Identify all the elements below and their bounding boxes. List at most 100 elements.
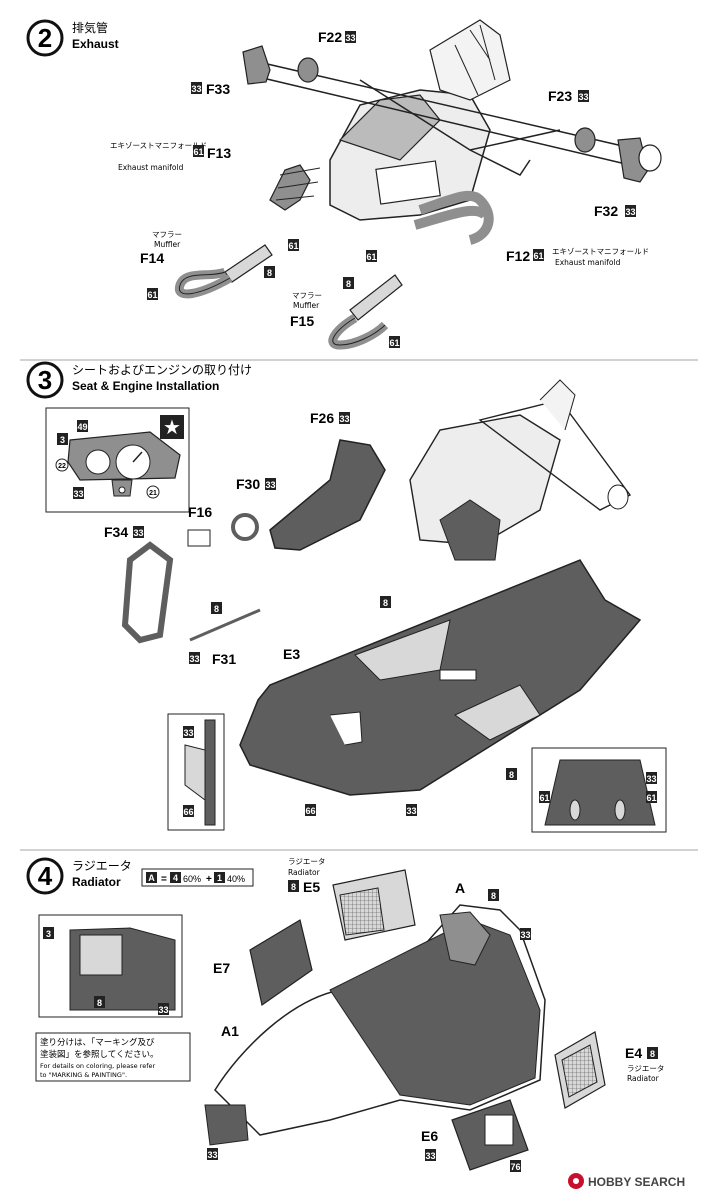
manifold-label-en-right: Exhaust manifold bbox=[555, 258, 621, 267]
badge-33-f34 bbox=[133, 526, 144, 538]
part-e7 bbox=[249, 919, 313, 1007]
part-f31 bbox=[189, 608, 261, 642]
svg-text:60%: 60% bbox=[183, 874, 201, 884]
part-e4-radiator bbox=[554, 1031, 606, 1109]
manifold-label-jp-left: エキゾーストマニフォールド bbox=[110, 141, 207, 150]
svg-text:33: 33 bbox=[425, 1151, 435, 1161]
manifold-label-en-left: Exhaust manifold bbox=[118, 163, 184, 172]
svg-text:8: 8 bbox=[267, 268, 272, 278]
label-e6: E6 bbox=[421, 1128, 438, 1144]
badge-8-e4 bbox=[647, 1047, 658, 1059]
label-f32: F32 bbox=[594, 203, 618, 219]
part-f15-muffler bbox=[328, 274, 403, 350]
svg-text:33: 33 bbox=[191, 84, 201, 94]
part-e6 bbox=[451, 1099, 529, 1171]
step-4-badge bbox=[26, 857, 64, 895]
muffler-label-jp-left: マフラー bbox=[152, 230, 182, 239]
badge-33-body bbox=[520, 928, 531, 940]
badge-8-top bbox=[488, 889, 499, 901]
label-a: A bbox=[455, 880, 465, 896]
badge-8-e3-bottom bbox=[506, 768, 517, 780]
step-3-number: 3 bbox=[38, 365, 52, 395]
color-mix-formula: A = 4 60% + 1 40% bbox=[141, 868, 254, 887]
badge-61-f14-bottom bbox=[147, 288, 158, 300]
svg-text:4: 4 bbox=[173, 873, 178, 883]
badge-61-inset-right bbox=[646, 791, 657, 803]
svg-text:8: 8 bbox=[650, 1049, 655, 1059]
part-f16 bbox=[187, 529, 211, 547]
label-f23: F23 bbox=[548, 88, 572, 104]
svg-text:22: 22 bbox=[58, 463, 66, 470]
star-icon: ★ bbox=[163, 417, 181, 439]
svg-text:33: 33 bbox=[183, 728, 193, 738]
part-f26-seat bbox=[269, 439, 386, 551]
part-f34 bbox=[121, 541, 174, 644]
svg-text:76: 76 bbox=[510, 1162, 520, 1172]
step-2-title-en: Exhaust bbox=[72, 37, 119, 51]
svg-text:A: A bbox=[148, 873, 155, 883]
step-4-title-jp: ラジエータ bbox=[72, 859, 132, 873]
radiator-label-jp-right: ラジエータ bbox=[627, 1064, 664, 1073]
svg-text:61: 61 bbox=[366, 252, 376, 262]
part-f30-steering bbox=[231, 513, 259, 541]
painting-note: 塗り分けは、「マーキング及び 塗装図」を参照してください。 For detail… bbox=[35, 1032, 191, 1082]
label-f15: F15 bbox=[290, 313, 314, 329]
label-a1: A1 bbox=[221, 1023, 239, 1039]
badge-3-dash bbox=[57, 433, 68, 445]
watermark-text: HOBBY SEARCH bbox=[588, 1175, 685, 1189]
svg-text:33: 33 bbox=[339, 414, 349, 424]
svg-text:8: 8 bbox=[291, 882, 296, 892]
badge-33-inset bbox=[183, 726, 194, 738]
label-e5: E5 bbox=[303, 879, 320, 895]
badge-33-f33 bbox=[191, 82, 202, 94]
badge-33-e6 bbox=[425, 1149, 436, 1161]
muffler-label-en-left: Muffler bbox=[154, 240, 181, 249]
svg-text:33: 33 bbox=[625, 207, 635, 217]
svg-text:61: 61 bbox=[288, 241, 298, 251]
engine-assembly-illustration bbox=[249, 19, 641, 221]
svg-text:33: 33 bbox=[133, 528, 143, 538]
badge-33-f22 bbox=[345, 31, 356, 43]
badge-3-inset bbox=[43, 927, 54, 939]
svg-text:3: 3 bbox=[60, 435, 65, 445]
muffler-label-en-right: Muffler bbox=[293, 301, 320, 310]
badge-8-f31 bbox=[211, 602, 222, 614]
badge-33-f30 bbox=[265, 478, 276, 490]
badge-8-f15 bbox=[343, 277, 354, 289]
svg-text:33: 33 bbox=[73, 489, 83, 499]
svg-text:+: + bbox=[206, 874, 212, 885]
svg-text:61: 61 bbox=[539, 793, 549, 803]
part-f22 bbox=[297, 57, 319, 83]
svg-text:塗装図」を参照してください。: 塗装図」を参照してください。 bbox=[40, 1049, 159, 1060]
label-e4: E4 bbox=[625, 1045, 642, 1061]
badge-8-f14 bbox=[264, 266, 275, 278]
svg-text:8: 8 bbox=[346, 279, 351, 289]
label-f12: F12 bbox=[506, 248, 530, 264]
svg-text:49: 49 bbox=[77, 422, 87, 432]
step-3-title-en: Seat & Engine Installation bbox=[72, 379, 219, 393]
radiator-label-en-top: Radiator bbox=[288, 868, 321, 877]
badge-33-inset bbox=[158, 1003, 169, 1015]
step-2-number: 2 bbox=[38, 23, 52, 53]
svg-text:1: 1 bbox=[217, 873, 222, 883]
step-4-radiator: 4 ラジエータ Radiator A = 4 60% + 1 40% ラジエータ… bbox=[26, 857, 664, 1172]
step-4-title-en: Radiator bbox=[72, 875, 121, 889]
svg-text:33: 33 bbox=[406, 806, 416, 816]
svg-text:61: 61 bbox=[193, 147, 203, 157]
badge-33-right-inset bbox=[646, 772, 657, 784]
badge-33-f26 bbox=[339, 412, 350, 424]
step-3-badge bbox=[26, 361, 64, 399]
badge-33-f23 bbox=[578, 90, 589, 102]
step-2-title-jp: 排気管 bbox=[72, 20, 108, 35]
badge-49 bbox=[77, 420, 88, 432]
step-2-badge bbox=[26, 19, 64, 57]
badge-33-nose bbox=[207, 1148, 218, 1160]
svg-text:8: 8 bbox=[383, 598, 388, 608]
svg-text:to "MARKING & PAINTING".: to "MARKING & PAINTING". bbox=[40, 1071, 127, 1079]
label-f30: F30 bbox=[236, 476, 260, 492]
svg-text:=: = bbox=[161, 874, 167, 885]
badge-66-inset bbox=[183, 805, 194, 817]
svg-text:8: 8 bbox=[97, 998, 102, 1008]
radiator-label-jp-top: ラジエータ bbox=[288, 857, 325, 866]
badge-61-f15-bottom bbox=[389, 336, 400, 348]
